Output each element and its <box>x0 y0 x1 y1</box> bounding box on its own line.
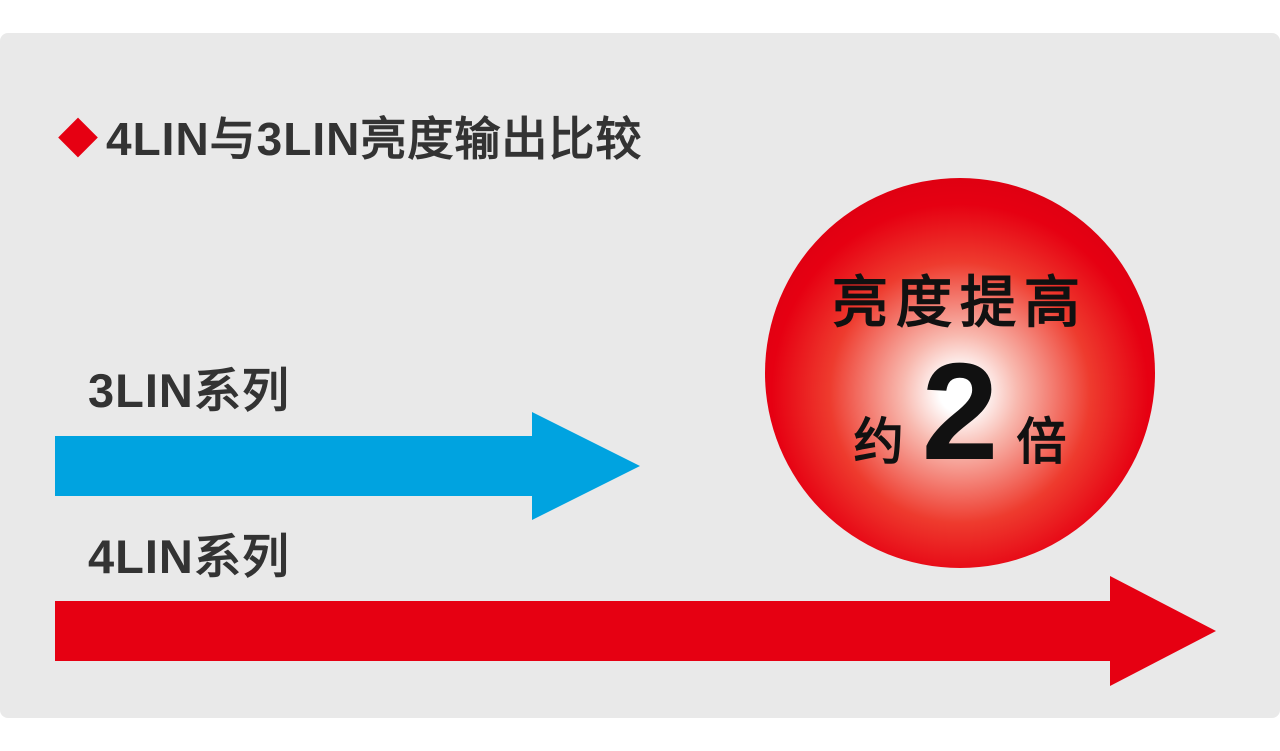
series-label-4lin: 4LIN系列 <box>88 530 290 583</box>
arrow-4lin-shaft <box>55 601 1110 661</box>
arrow-3lin <box>55 412 640 520</box>
arrow-3lin-head-icon <box>532 412 640 520</box>
badge-line2: 约 2 倍 <box>854 343 1067 481</box>
arrow-3lin-shaft <box>55 436 532 496</box>
badge-suffix: 倍 <box>1016 413 1067 470</box>
badge-value: 2 <box>921 334 999 489</box>
series-label-3lin: 3LIN系列 <box>88 364 290 417</box>
badge-line1: 亮度提高 <box>832 270 1088 334</box>
brightness-badge: 亮度提高 约 2 倍 <box>765 178 1155 568</box>
diamond-icon: ◆ <box>58 105 98 163</box>
arrow-4lin-head-icon <box>1110 576 1216 686</box>
badge-prefix: 约 <box>853 413 904 470</box>
arrow-4lin <box>55 576 1216 686</box>
page-title: 4LIN与3LIN亮度输出比较 <box>106 113 643 165</box>
title-row: ◆ 4LIN与3LIN亮度输出比较 <box>58 103 642 169</box>
